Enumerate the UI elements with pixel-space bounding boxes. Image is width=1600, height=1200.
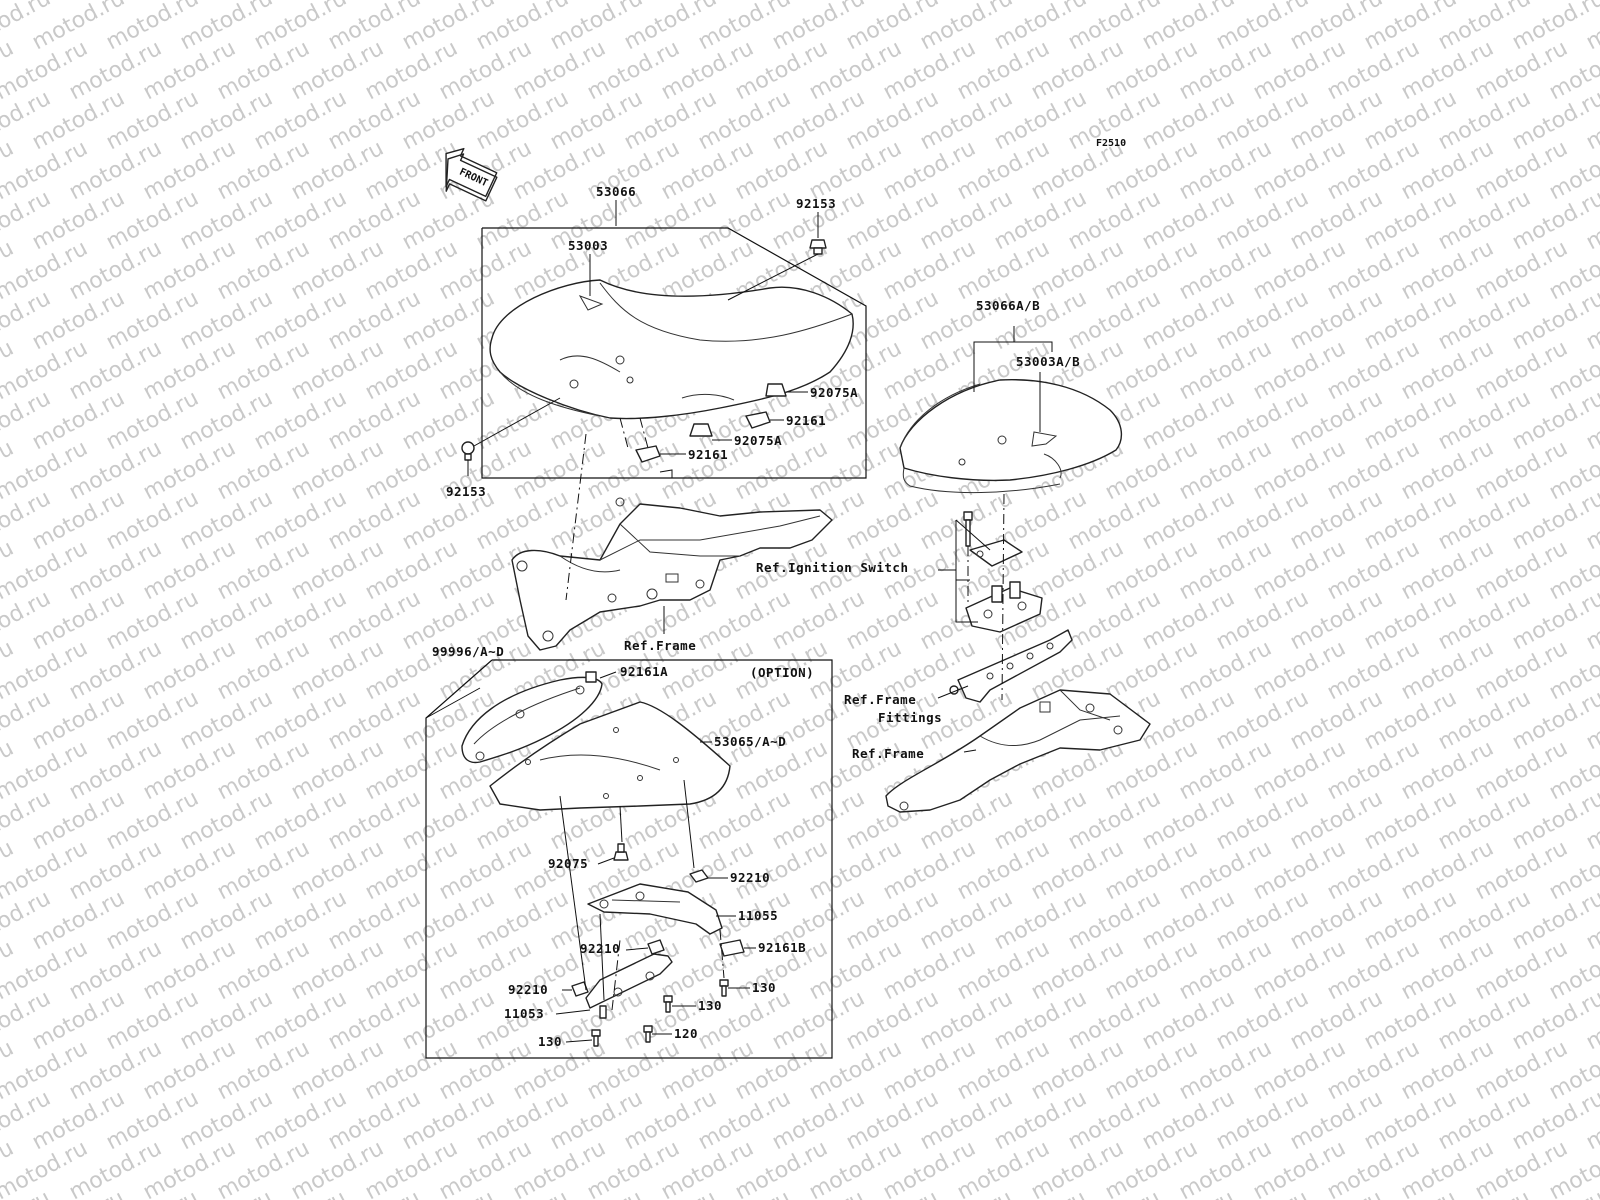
rider-seat-group-outline xyxy=(481,227,867,479)
label-92075a-2: 92075A xyxy=(734,433,782,448)
diagram-code: F2510 xyxy=(1096,138,1126,149)
label-ref-frame-1: Ref.Frame xyxy=(624,638,696,653)
pillion-seat xyxy=(899,379,1123,494)
frame-rear-section xyxy=(885,689,1151,813)
nut-92210-2 xyxy=(647,939,665,955)
label-130-1: 130 xyxy=(752,980,776,995)
label-ref-frame-2: Ref.Frame xyxy=(852,746,924,761)
label-53066ab: 53066A/B xyxy=(976,298,1040,313)
bolt-130-2 xyxy=(663,995,673,1013)
bolt-120 xyxy=(643,1025,653,1043)
seat-53065 xyxy=(489,701,731,811)
label-ref-ignition-switch: Ref.Ignition Switch xyxy=(756,560,909,575)
bracket-11053 xyxy=(585,953,673,1019)
label-92153-left: 92153 xyxy=(446,484,486,499)
label-option: (OPTION) xyxy=(750,665,814,680)
label-92161-2: 92161 xyxy=(688,447,728,462)
label-53003: 53003 xyxy=(568,238,608,253)
label-120: 120 xyxy=(674,1026,698,1041)
clip-92161-2 xyxy=(635,445,661,463)
ignition-switch-bracket xyxy=(965,581,1043,633)
ignition-switch-cover xyxy=(969,539,1023,567)
label-ref-frame-fittings-line2: Fittings xyxy=(878,710,942,725)
label-130-2: 130 xyxy=(698,998,722,1013)
label-92161a: 92161A xyxy=(620,664,668,679)
label-130-3: 130 xyxy=(538,1034,562,1049)
label-11053: 11053 xyxy=(504,1006,544,1021)
damper-92161b xyxy=(719,939,745,957)
nut-92210-1 xyxy=(689,869,709,883)
bolt-130-3 xyxy=(591,1029,601,1047)
bolt-92153-top xyxy=(809,239,827,255)
bolt-92075 xyxy=(613,843,629,861)
label-92210-1: 92210 xyxy=(730,870,770,885)
label-92153-top: 92153 xyxy=(796,196,836,211)
seat-cowl-99996 xyxy=(461,676,603,764)
label-99996: 99996/A~D xyxy=(432,644,504,659)
damper-92161a xyxy=(585,671,597,683)
bolt-130-1 xyxy=(719,979,729,997)
label-92210-3: 92210 xyxy=(508,982,548,997)
rider-seat xyxy=(489,279,854,420)
label-53065: 53065/A~D xyxy=(714,734,786,749)
label-53003ab: 53003A/B xyxy=(1016,354,1080,369)
label-ref-frame-fittings-line1: Ref.Frame xyxy=(844,692,916,707)
label-92161b: 92161B xyxy=(758,940,806,955)
frame-fittings xyxy=(949,629,1073,703)
label-92161-1: 92161 xyxy=(786,413,826,428)
frame-rear-subframe xyxy=(511,497,833,651)
damper-92075a-1 xyxy=(765,383,787,397)
damper-92075a-2 xyxy=(689,423,713,437)
option-group-outline xyxy=(425,659,833,1059)
label-53066: 53066 xyxy=(596,184,636,199)
label-92210-2: 92210 xyxy=(580,941,620,956)
label-11055: 11055 xyxy=(738,908,778,923)
bracket-11055 xyxy=(587,883,723,935)
label-92075a-1: 92075A xyxy=(810,385,858,400)
bolt-92153-left xyxy=(461,441,475,461)
label-92075: 92075 xyxy=(548,856,588,871)
nut-92210-3 xyxy=(571,981,589,997)
clip-92161-1 xyxy=(745,411,771,429)
front-arrow-icon: FRONT xyxy=(445,147,498,202)
ignition-switch-bolt xyxy=(963,511,973,547)
